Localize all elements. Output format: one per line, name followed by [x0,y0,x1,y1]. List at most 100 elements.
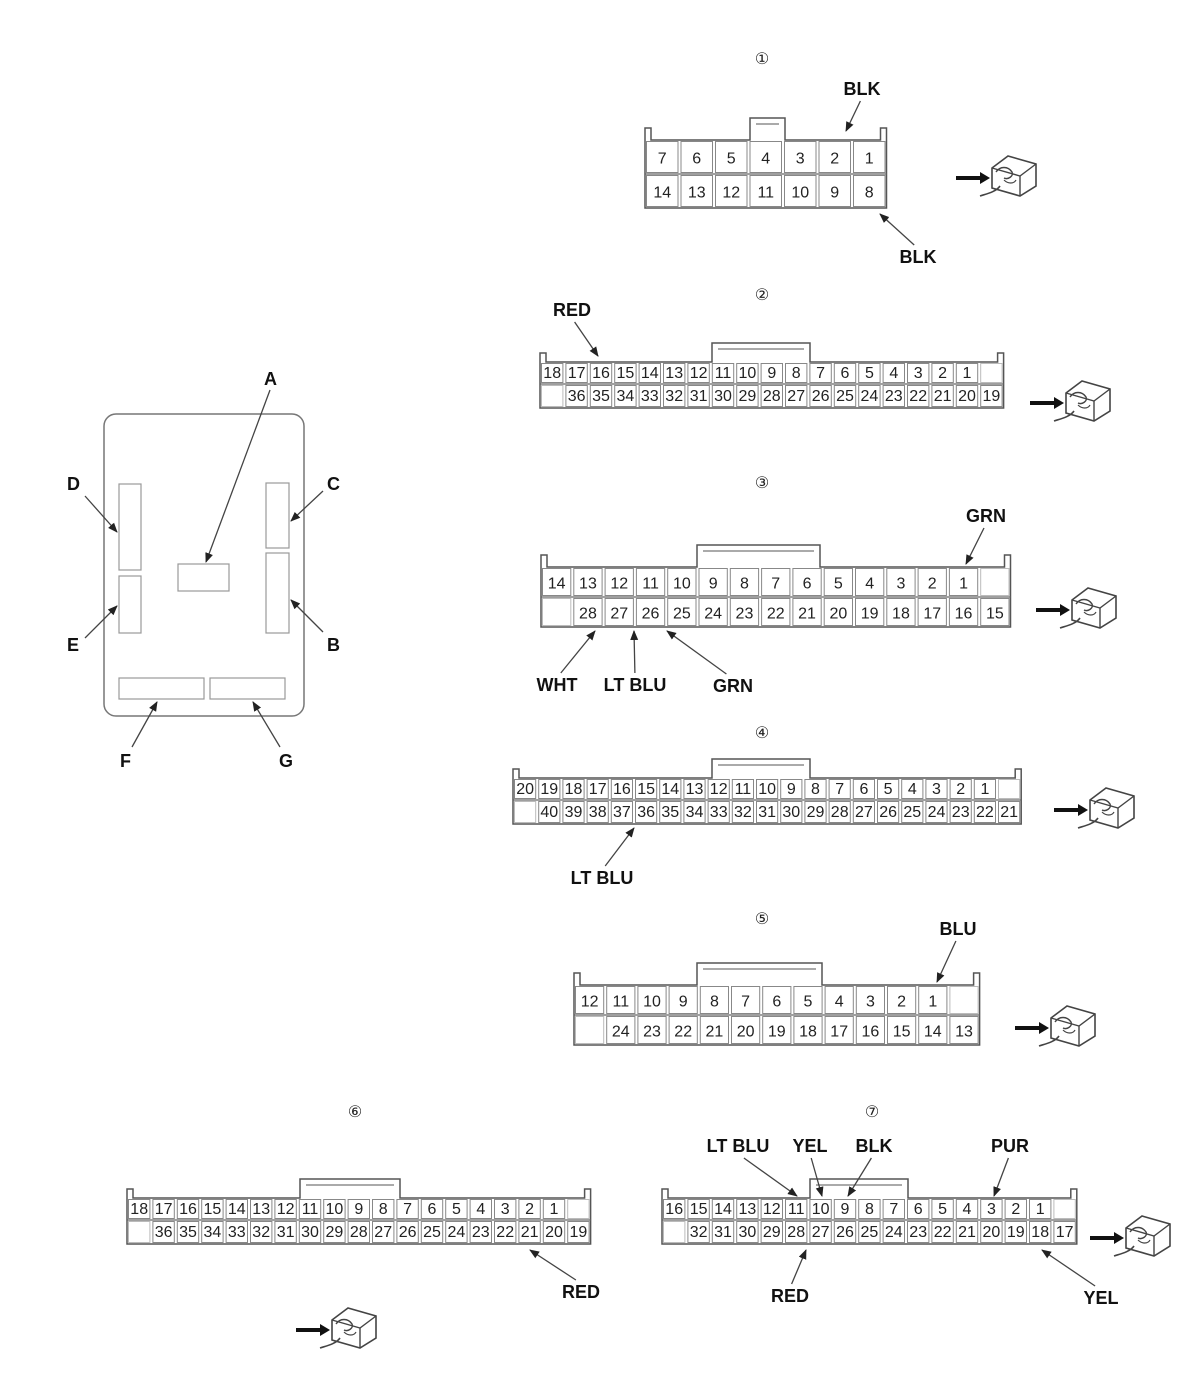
pin-cell [1053,1221,1076,1243]
pin-cell [659,779,682,799]
terminal-side-view-icon [294,1306,378,1350]
pin-cell [542,568,572,596]
pin-cell [824,1016,854,1044]
wire-color-label: WHT [537,675,578,695]
pin-number: 2 [938,365,947,382]
pin-number: 4 [908,781,917,798]
pin-cell [567,1221,590,1243]
pin-cell [396,1221,419,1243]
pin-number: 31 [277,1224,295,1241]
pin-number: 12 [722,184,740,201]
pin-number: 9 [767,365,776,382]
pin-cell [176,1199,200,1219]
pin-number: 30 [714,388,732,405]
pin-number: 29 [739,388,757,405]
pin-number: 24 [885,1224,903,1241]
pin-number: 23 [952,804,970,821]
wire-pointer-arrow [791,1249,807,1285]
pin-number: 13 [686,781,704,798]
pin-cell [731,1016,761,1044]
wire-color-label: YEL [792,1136,827,1156]
wire-pointer-arrow [529,1249,577,1281]
pin-cell [250,1221,273,1243]
pin-cell [663,1199,686,1219]
connector-housing [573,962,981,1046]
location-c [265,482,290,549]
pin-cell [614,385,637,407]
pin-cell [542,1199,566,1219]
pin-number: 14 [924,1023,942,1040]
pin-number: 28 [831,804,849,821]
pin-number: 7 [741,993,750,1010]
pin-number: 11 [612,993,629,1010]
pin-number: 2 [928,575,937,592]
pin-cell [573,598,603,626]
pin-cell [980,363,1003,383]
pin-cell [152,1199,175,1219]
pin-cell [396,1199,419,1219]
pin-number: 34 [204,1224,222,1241]
pin-cell [949,1016,979,1044]
pin-number: 13 [955,1023,973,1040]
pin-number: 24 [861,388,879,405]
pin-number: 11 [735,781,752,798]
pin-cell [445,1221,468,1243]
pin-number: 11 [642,575,659,592]
pin-number: 8 [792,365,801,382]
label-g: G [279,751,293,771]
pin-number: 26 [642,605,660,622]
wire-color-label: PUR [991,1136,1029,1156]
pin-cell [736,1199,759,1219]
wire-pointer-arrow [630,630,639,674]
pin-number: 32 [690,1224,708,1241]
pin-number: 17 [1056,1224,1074,1241]
pin-number: 21 [706,1023,724,1040]
pin-cell [780,801,803,823]
pin-number: 3 [914,365,923,382]
pin-cell [567,1199,590,1219]
pin-cell [614,363,637,383]
pin-cell [635,801,658,823]
pin-cell [445,1199,468,1219]
wire-color-label: LT BLU [604,675,667,695]
pin-cell [538,779,561,799]
pin-cell [785,1199,808,1219]
pin-cell [917,598,947,626]
pin-number: 13 [739,1201,757,1218]
pin-number: 1 [865,150,874,167]
pin-number: 2 [897,993,906,1010]
pin-number: 22 [496,1224,514,1241]
pin-cell [804,801,827,823]
pin-number: 27 [855,804,873,821]
pin-cell [980,1221,1003,1243]
pin-number: 15 [893,1023,911,1040]
pin-number: 17 [568,365,586,382]
pin-cell [638,363,661,383]
pin-cell [711,1199,735,1219]
pin-number: 6 [841,365,850,382]
pin-cell [818,141,851,173]
pin-number: 8 [865,184,874,201]
connector-number: ① [755,49,769,68]
pin-number: 35 [592,388,610,405]
pin-number: 20 [516,781,534,798]
label-e: E [67,635,79,655]
pin-cell [907,1199,930,1219]
pin-number: 28 [763,388,781,405]
pin-number: 29 [326,1224,344,1241]
pin-cell [128,1199,151,1219]
pin-number: 14 [228,1201,246,1218]
terminal-side-view-icon [1088,1214,1172,1258]
pin-cell [931,385,954,407]
pin-number: 27 [812,1224,830,1241]
connector-number: ⑤ [755,909,769,928]
pin-cell [731,801,754,823]
wire-pointer-arrow [845,100,861,132]
pin-number: 16 [179,1201,197,1218]
wire-pointer-arrow [936,940,957,983]
pin-cell [575,1016,605,1044]
pin-cell [250,1199,273,1219]
label-b: B [327,635,340,655]
